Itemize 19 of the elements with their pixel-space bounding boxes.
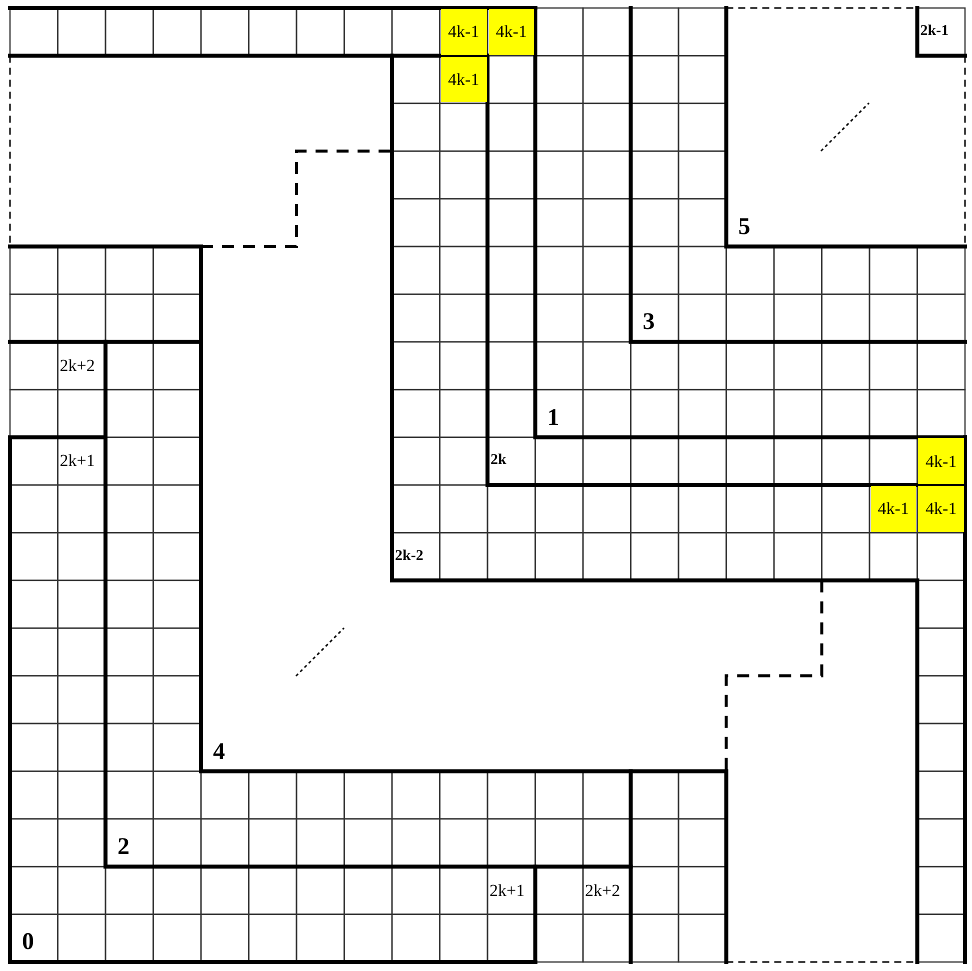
highlighted-cell: 4k-1: [488, 9, 534, 55]
highlighted-cell: 4k-1: [440, 9, 486, 55]
path-number: 3: [642, 310, 655, 334]
highlighted-cell: 4k-1: [440, 56, 486, 102]
cell-label: 2k-2: [395, 548, 424, 564]
highlighted-cell: 4k-1: [918, 486, 964, 532]
path-number: 1: [547, 406, 560, 430]
highlighted-cell: 4k-1: [870, 486, 916, 532]
path-number: 4: [213, 740, 225, 764]
highlighted-cell: 4k-1: [918, 438, 964, 484]
cell-label: 2k: [490, 453, 506, 468]
path-number: 5: [738, 214, 750, 239]
cell-label: 2k+1: [60, 452, 95, 470]
cell-label: 2k+1: [490, 882, 525, 899]
cell-label: 2k-1: [920, 24, 949, 39]
cell-label: 2k+2: [585, 882, 620, 899]
path-number: 2: [118, 834, 130, 859]
cell-label: 2k+2: [60, 356, 95, 374]
path-number: 0: [22, 930, 34, 954]
